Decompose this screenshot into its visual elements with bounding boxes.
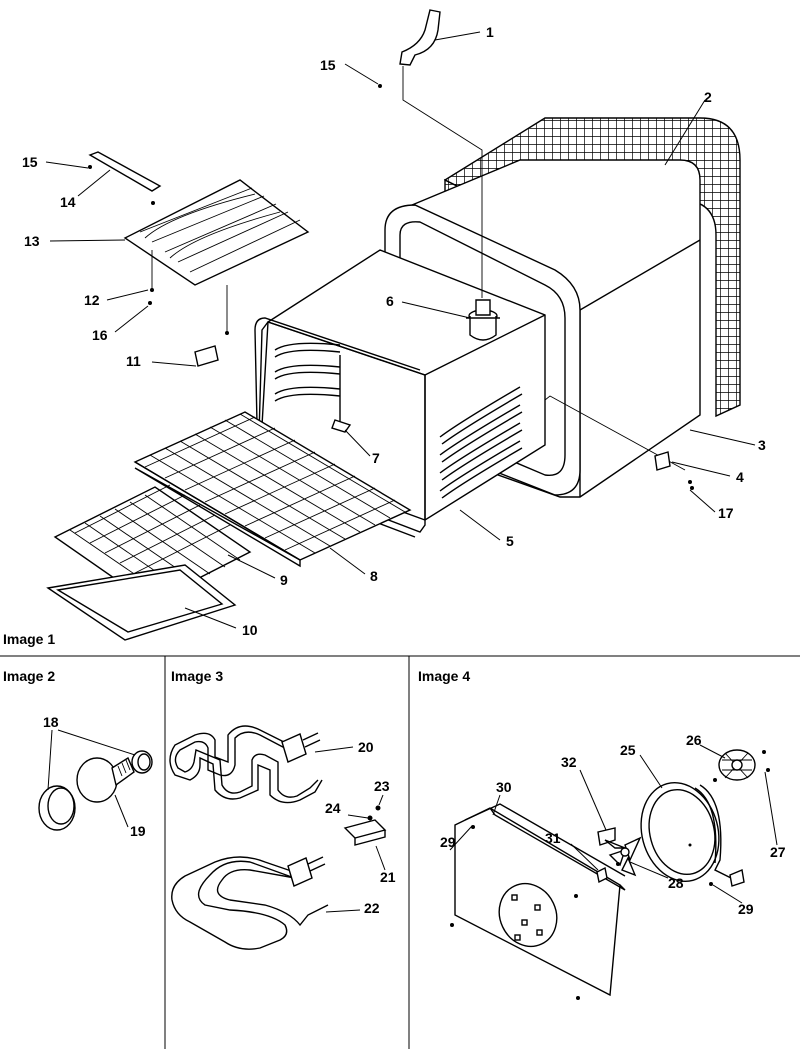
callout-15-tube: 15 (320, 57, 336, 73)
fan-motor (713, 749, 770, 782)
rack-supports (274, 342, 341, 425)
side-vents (439, 386, 523, 499)
bake-element (171, 856, 329, 950)
callout-28: 28 (668, 875, 684, 891)
callout-9: 9 (280, 572, 288, 588)
fan-motor-shroud (640, 782, 745, 887)
callout-6: 6 (386, 293, 394, 309)
oven-lamp-assembly: 18 19 (38, 714, 153, 839)
fan-blade (596, 827, 642, 884)
lamp-bulb (76, 757, 118, 803)
callout-30: 30 (496, 779, 512, 795)
callout-24: 24 (325, 800, 341, 816)
callout-27: 27 (770, 844, 786, 860)
callout-15-rack: 15 (22, 154, 38, 170)
callout-22: 22 (364, 900, 380, 916)
section-label-image3: Image 3 (171, 668, 223, 684)
callout-19: 19 (130, 823, 146, 839)
callout-5: 5 (506, 533, 514, 549)
broiler-pan (46, 564, 237, 641)
callout-11: 11 (126, 353, 141, 369)
vent-tube (399, 9, 500, 341)
callout-29-cover: 29 (440, 834, 456, 850)
oven-racks (46, 411, 412, 641)
callout-31: 31 (545, 830, 561, 846)
convection-fan-assembly: 29 30 31 32 25 26 27 28 29 (440, 732, 786, 1000)
callout-2: 2 (704, 89, 712, 105)
callout-25: 25 (620, 742, 636, 758)
callout-20: 20 (358, 739, 374, 755)
fan-cover-plate (450, 803, 626, 1000)
top-rack-assembly (88, 151, 310, 367)
callout-13: 13 (24, 233, 40, 249)
section-label-image4: Image 4 (418, 668, 470, 684)
rear-mount-bracket (88, 84, 694, 490)
section-label-image2: Image 2 (3, 668, 55, 684)
callout-4: 4 (736, 469, 744, 485)
callout-1: 1 (486, 24, 494, 40)
callout-26: 26 (686, 732, 702, 748)
callout-10: 10 (242, 622, 258, 638)
broil-element (169, 725, 323, 804)
section-label-image1: Image 1 (3, 631, 55, 647)
callout-7: 7 (372, 450, 380, 466)
lamp-socket (131, 750, 153, 774)
callout-17: 17 (718, 505, 734, 521)
callout-32: 32 (561, 754, 577, 770)
callout-16: 16 (92, 327, 108, 343)
callouts-image1: 1 2 3 4 5 6 7 8 9 10 11 12 13 14 15 15 1… (22, 24, 766, 638)
cavity-clip (331, 419, 352, 433)
terminal-block (343, 805, 387, 846)
callout-23: 23 (374, 778, 390, 794)
callout-12: 12 (84, 292, 100, 308)
callout-14: 14 (60, 194, 76, 210)
callout-21: 21 (380, 869, 396, 885)
callout-18: 18 (43, 714, 59, 730)
bake-broil-elements: 20 21 22 23 24 (169, 725, 396, 950)
callout-3: 3 (758, 437, 766, 453)
callout-8: 8 (370, 568, 378, 584)
callout-29-shroud: 29 (738, 901, 754, 917)
lamp-lens (38, 785, 76, 831)
